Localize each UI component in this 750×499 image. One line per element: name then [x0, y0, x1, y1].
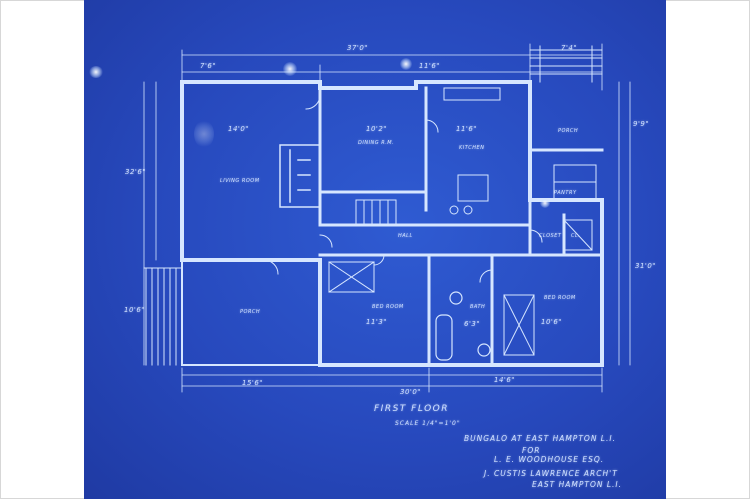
architect-name: J. CUSTIS LAWRENCE ARCH'T: [484, 469, 618, 478]
plan-scale: SCALE 1/4"=1'0": [395, 420, 461, 427]
bath-fixtures: [435, 291, 491, 361]
light-spot: [400, 58, 412, 70]
light-spot: [194, 120, 214, 148]
floor-plan-drawing: [143, 43, 631, 393]
room-cl: CL.: [571, 233, 581, 239]
hall-stair: [355, 199, 397, 226]
dim-bath-width: 6'3": [464, 320, 481, 328]
dim-right-upper: 9'9": [633, 120, 650, 128]
dim-bottom-total: 30'0": [400, 388, 422, 396]
room-bed-room-left: BED ROOM: [372, 304, 404, 310]
caption-line-1: BUNGALO AT EAST HAMPTON L.I.: [464, 434, 616, 443]
dim-dining-width: 10'2": [366, 125, 388, 133]
room-hall: HALL: [398, 233, 413, 239]
plan-title: FIRST FLOOR: [374, 404, 449, 414]
dim-bottom-right: 14'6": [494, 376, 516, 384]
dim-left-upper: 32'6": [125, 168, 147, 176]
dim-top-left: 7'6": [200, 62, 217, 70]
room-bed-room-right: BED ROOM: [544, 295, 576, 301]
dim-kitchen-width: 11'6": [456, 125, 478, 133]
room-closet: CLOSET: [539, 233, 562, 239]
room-porch-right: PORCH: [558, 128, 579, 134]
dim-left-side: 10'6": [124, 306, 146, 314]
porch-outline: [181, 259, 321, 366]
caption-line-3: L. E. WOODHOUSE ESQ.: [494, 455, 605, 464]
dim-top-total: 37'0": [347, 44, 369, 52]
closets: [328, 219, 593, 356]
blueprint-sheet: 37'0" 7'6" 11'6" 7'4" 30'0" 15'6" 14'6" …: [84, 0, 666, 499]
dim-bottom-left: 15'6": [242, 379, 264, 387]
porch-steps: [143, 267, 183, 366]
room-bath: BATH: [470, 304, 486, 310]
light-spot: [540, 198, 550, 208]
dim-living-width: 14'0": [228, 125, 250, 133]
light-spot: [283, 62, 297, 76]
dim-bed-left-width: 11'3": [366, 318, 388, 326]
caption-line-2: FOR: [522, 446, 541, 455]
room-kitchen: KITCHEN: [459, 145, 485, 151]
fireplace: [279, 144, 321, 208]
dim-top-mid: 11'6": [419, 62, 441, 70]
light-spot: [89, 66, 103, 78]
rear-steps: [529, 45, 603, 83]
room-dining-room: DINING R.M.: [358, 140, 395, 146]
door-swings: [263, 94, 543, 283]
dim-right-lower: 31'0": [635, 262, 657, 270]
pantry-shelves: [553, 164, 597, 201]
room-porch-left: PORCH: [240, 309, 261, 315]
room-pantry: PANTRY: [554, 190, 577, 196]
room-living-room: LIVING ROOM: [220, 178, 260, 184]
kitchen-fixtures: [443, 87, 501, 215]
dim-top-right: 7'4": [561, 44, 578, 52]
architect-location: EAST HAMPTON L.I.: [532, 480, 622, 489]
dimension-lines: [143, 43, 631, 393]
dim-bed-right-width: 10'6": [541, 318, 563, 326]
